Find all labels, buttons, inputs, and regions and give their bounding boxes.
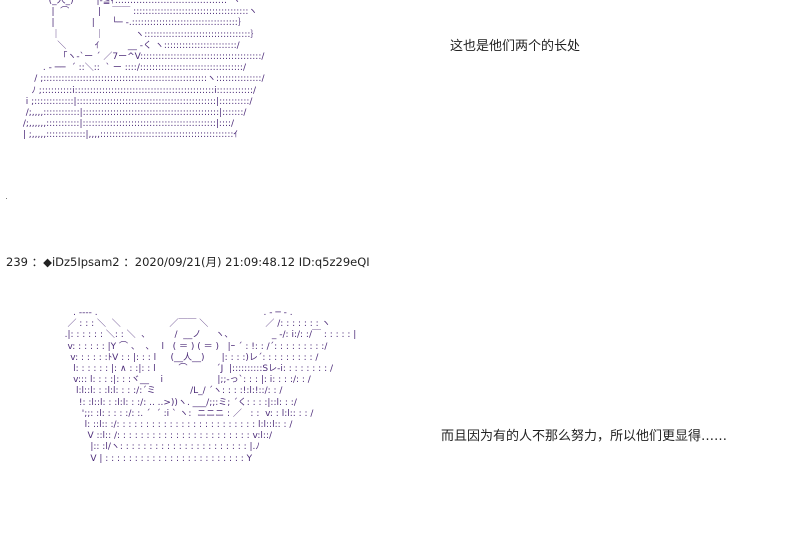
post-header: 239 ：◆iDz5Ipsam2 ：2020/09/21(月) 21:09:48… — [6, 255, 370, 269]
caption-lower: 而且因为有的人不那么努力，所以他们更显得…… — [441, 429, 728, 444]
stray-dot — [6, 198, 7, 199]
ascii-art-lower: . -‐‐- . . ‐ ─ - . ／ : : : ＼ ＼ ／￣￣ ＼ ／ /… — [64, 308, 357, 464]
ascii-art-upper: (_人_) |-≦ｨ::::::::::::::::::::::::::::::… — [22, 0, 265, 141]
caption-upper: 这也是他们两个的长处 — [450, 39, 581, 54]
